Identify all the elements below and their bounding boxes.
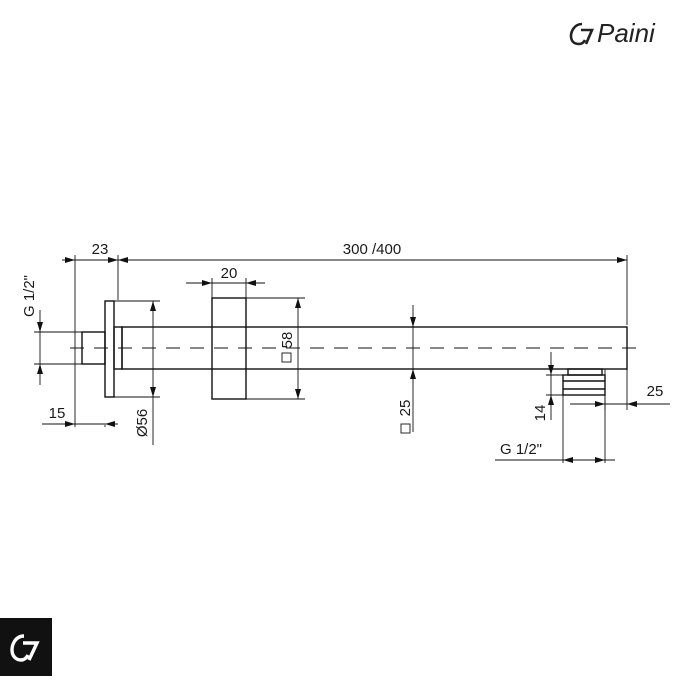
dimension-lines	[37, 257, 670, 463]
brand-badge	[0, 618, 52, 676]
paini-badge-icon	[10, 634, 40, 662]
paini-symbol-icon	[569, 22, 594, 46]
dim-inlet-thread: G 1/2"	[21, 275, 38, 317]
brand-logo: Paini	[569, 18, 656, 48]
shower-arm-part	[70, 297, 640, 400]
square-symbol-icon	[400, 423, 411, 434]
extension-lines	[34, 255, 628, 463]
dim-block-width: 20	[221, 265, 238, 282]
outlet-neck	[567, 368, 603, 376]
wall-flange	[104, 300, 115, 398]
dim-arm-square: 25	[397, 400, 414, 417]
dim-wall-offset: 23	[92, 241, 109, 258]
dim-outlet-height: 14	[532, 405, 549, 422]
dimension-labels: 300 /400 23 20 G 1/2" 15 Ø56 58 25 14 G …	[21, 241, 663, 458]
dim-inlet-depth: 15	[49, 405, 66, 422]
dim-flange-diameter: Ø56	[134, 409, 151, 437]
outlet-fitting	[562, 374, 606, 396]
brand-name: Paini	[597, 18, 656, 48]
dim-outlet-thread: G 1/2"	[500, 441, 542, 458]
dim-block-square: 58	[279, 332, 296, 349]
dim-overall-length: 300 /400	[343, 241, 401, 258]
dim-outlet-offset: 25	[647, 383, 664, 400]
square-symbol-icon	[281, 352, 292, 363]
